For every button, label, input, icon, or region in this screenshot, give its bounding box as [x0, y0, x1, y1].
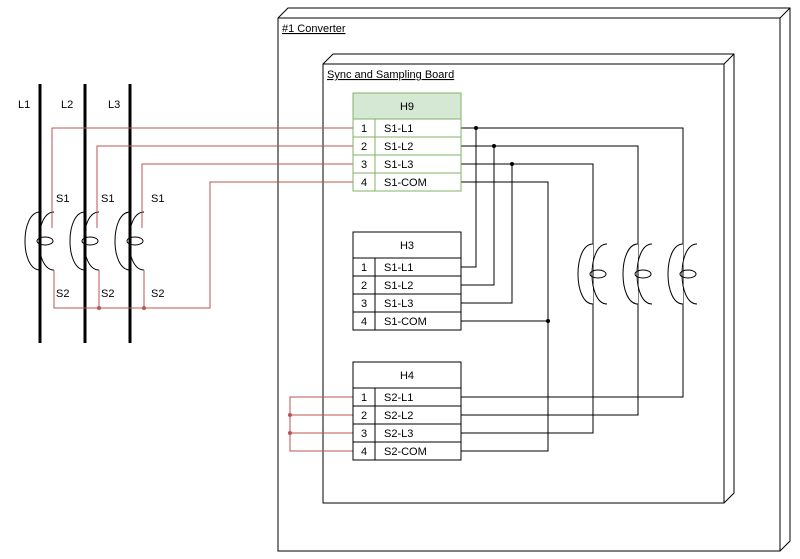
h3-pin-label: S1-COM	[384, 316, 427, 328]
red-wires	[51, 127, 353, 452]
ct-coil-l1	[24, 211, 55, 271]
board-coil-3	[667, 243, 698, 305]
h4-pin-label: S2-COM	[384, 446, 427, 458]
line-ct-coils	[24, 211, 145, 271]
h4-pin-label: S2-L2	[384, 410, 413, 422]
h4-pin-num: 2	[361, 410, 367, 422]
board-title: Sync and Sampling Board	[327, 69, 454, 81]
ct3-s1-label: S1	[151, 193, 164, 205]
ct3-s2-label: S2	[151, 288, 164, 300]
h9-pin-num: 2	[361, 141, 367, 153]
connector-h4: H4 1 S2-L1 2 S2-L2 3 S2-L3 4 S2-COM	[352, 361, 462, 461]
connector-h9-title: H9	[400, 101, 414, 113]
wire-ct1-s1	[51, 127, 353, 228]
wire-ct3-s1	[141, 163, 353, 228]
board-ct-coils	[577, 243, 698, 305]
board-coil-2	[622, 243, 653, 305]
h4-pin-num: 1	[361, 392, 367, 404]
ct1-s2-label: S2	[56, 288, 69, 300]
h4-pin-label: S2-L3	[384, 428, 413, 440]
h9-pin-label: S1-COM	[384, 177, 427, 189]
line-label-l1: L1	[18, 99, 30, 111]
red-junctions	[97, 306, 292, 435]
h4-pin-num: 4	[361, 446, 367, 458]
h3-pin-label: S1-L1	[384, 262, 413, 274]
black-wires	[461, 127, 684, 452]
h4-pin-num: 3	[361, 428, 367, 440]
line-label-l2: L2	[61, 99, 73, 111]
h3-pin-num: 4	[361, 316, 367, 328]
wire-s2-common	[53, 181, 353, 309]
h3-pin-num: 1	[361, 262, 367, 274]
h3-pin-num: 3	[361, 298, 367, 310]
h9-pin-label: S1-L2	[384, 141, 413, 153]
wire-h4-jumper	[289, 396, 353, 452]
h9-pin-label: S1-L1	[384, 123, 413, 135]
ct2-s2-label: S2	[101, 288, 114, 300]
h3-pin-label: S1-L3	[384, 298, 413, 310]
h3-pin-num: 2	[361, 280, 367, 292]
h9-pin-num: 3	[361, 159, 367, 171]
h4-pin-label: S2-L1	[384, 392, 413, 404]
power-lines	[38, 84, 132, 343]
h9-pin-num: 1	[361, 123, 367, 135]
board-coil-1	[577, 243, 608, 305]
h9-pin-label: S1-L3	[384, 159, 413, 171]
h3-pin-label: S1-L2	[384, 280, 413, 292]
wire-ct2-s1	[96, 145, 353, 228]
ct1-s1-label: S1	[56, 193, 69, 205]
line-label-l3: L3	[108, 99, 120, 111]
connector-h9: H9 1 S1-L1 2 S1-L2 3 S1-L3 4 S1-COM	[352, 92, 462, 192]
converter-title: #1 Converter	[282, 23, 346, 35]
black-junctions	[474, 126, 550, 323]
ct2-s1-label: S1	[101, 193, 114, 205]
h9-pin-num: 4	[361, 177, 367, 189]
connector-h4-title: H4	[400, 370, 414, 382]
connector-h3-title: H3	[400, 240, 414, 252]
connector-h3: H3 1 S1-L1 2 S1-L2 3 S1-L3 4 S1-COM	[352, 231, 462, 331]
ct-coil-l2	[69, 211, 100, 271]
ct-coil-l3	[114, 211, 145, 271]
